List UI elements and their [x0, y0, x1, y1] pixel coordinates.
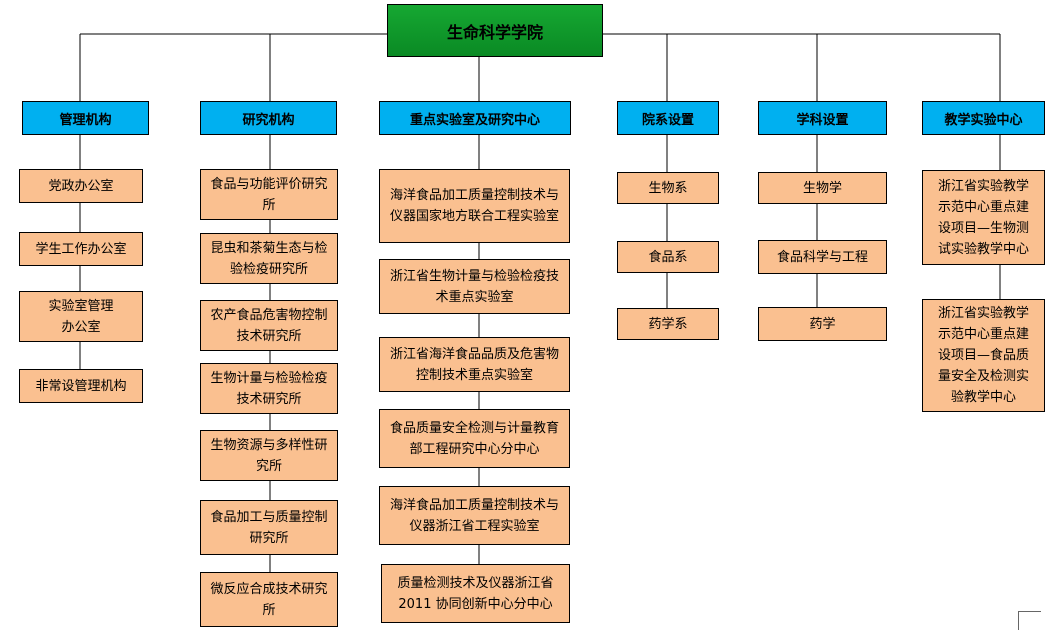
mgmt-student-affairs-office: 学生工作办公室 — [19, 232, 143, 266]
category-teaching-centers: 教学实验中心 — [922, 101, 1045, 135]
discipline-pharmacy: 药学 — [758, 307, 887, 341]
lab-zj-marine-food-quality: 浙江省海洋食品品质及危害物控制技术重点实验室 — [379, 337, 570, 392]
institute-insect-chrysanthemum-ecology: 昆虫和茶菊生态与检验检疫研究所 — [200, 233, 338, 284]
dept-biology: 生物系 — [617, 172, 719, 204]
category-disciplines: 学科设置 — [758, 101, 887, 135]
lab-marine-food-national-joint: 海洋食品加工质量控制技术与仪器国家地方联合工程实验室 — [379, 169, 570, 243]
mgmt-lab-management-office: 实验室管理办公室 — [19, 291, 143, 342]
dept-pharmacy: 药学系 — [617, 308, 719, 340]
institute-food-processing-quality: 食品加工与质量控制研究所 — [200, 500, 338, 555]
lab-marine-food-zj-engineering: 海洋食品加工质量控制技术与仪器浙江省工程实验室 — [379, 486, 570, 545]
discipline-food-science-engineering: 食品科学与工程 — [758, 240, 887, 274]
mgmt-non-standing-bodies: 非常设管理机构 — [19, 369, 143, 403]
discipline-biology: 生物学 — [758, 172, 887, 204]
center-quality-inspection-2011-branch: 质量检测技术及仪器浙江省2011 协同创新中心分中心 — [381, 564, 570, 623]
category-key-labs: 重点实验室及研究中心 — [379, 101, 571, 135]
institute-agrifood-hazard-control: 农产食品危害物控制技术研究所 — [200, 300, 338, 351]
teaching-center-food-safety-testing: 浙江省实验教学示范中心重点建设项目—食品质量安全及检测实验教学中心 — [922, 299, 1045, 412]
mgmt-party-office: 党政办公室 — [19, 169, 143, 203]
institute-bioresources-diversity: 生物资源与多样性研究所 — [200, 430, 338, 481]
category-management: 管理机构 — [22, 101, 149, 135]
lab-zj-bio-metrology: 浙江省生物计量与检验检疫技术重点实验室 — [379, 259, 570, 314]
teaching-center-bio-testing: 浙江省实验教学示范中心重点建设项目—生物测试实验教学中心 — [922, 170, 1045, 265]
institute-bio-metrology-inspection: 生物计量与检验检疫技术研究所 — [200, 363, 338, 414]
dept-food: 食品系 — [617, 241, 719, 273]
category-departments: 院系设置 — [617, 101, 719, 135]
institute-microreaction-synthesis: 微反应合成技术研究所 — [200, 572, 338, 627]
center-food-safety-moe-branch: 食品质量安全检测与计量教育部工程研究中心分中心 — [379, 409, 570, 468]
page-corner-mark — [1018, 611, 1041, 630]
category-research-institutes: 研究机构 — [200, 101, 337, 135]
root-node: 生命科学学院 — [387, 4, 603, 57]
institute-food-function-evaluation: 食品与功能评价研究所 — [200, 169, 338, 220]
